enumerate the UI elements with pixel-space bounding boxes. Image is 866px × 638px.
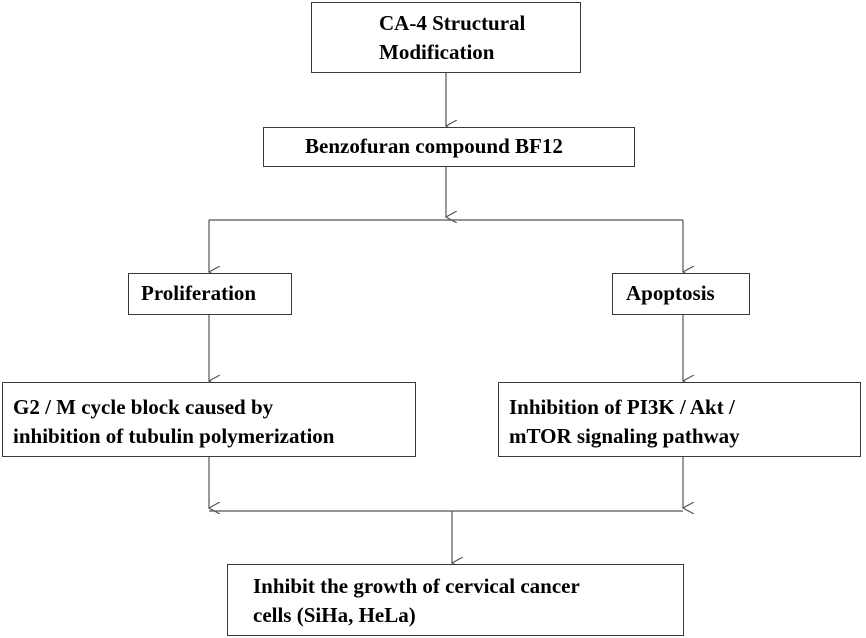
node-benzofuran-bf12: Benzofuran compound BF12 bbox=[263, 127, 635, 167]
node-apoptosis: Apoptosis bbox=[612, 273, 750, 315]
node-ca4-line-1: CA-4 Structural bbox=[379, 11, 526, 35]
node-proliferation: Proliferation bbox=[128, 273, 292, 315]
node-pi3k-line-2: mTOR signaling pathway bbox=[509, 424, 740, 448]
node-ca4-structural-modification: CA-4 Structural Modification bbox=[311, 2, 581, 73]
node-outcome-line-1: Inhibit the growth of cervical cancer bbox=[253, 574, 580, 598]
node-g2m-line-1: G2 / M cycle block caused by bbox=[13, 395, 274, 419]
node-g2m-cycle-block: G2 / M cycle block caused by inhibition … bbox=[2, 382, 416, 457]
node-ca4-line-2: Modification bbox=[379, 40, 495, 64]
node-inhibit-cervical-cancer-growth: Inhibit the growth of cervical cancer ce… bbox=[227, 564, 684, 636]
node-bf12-line-1: Benzofuran compound BF12 bbox=[305, 134, 563, 158]
node-outcome-line-2: cells (SiHa, HeLa) bbox=[253, 603, 416, 627]
node-proliferation-line-1: Proliferation bbox=[141, 281, 257, 305]
node-pi3k-akt-mtor: Inhibition of PI3K / Akt / mTOR signalin… bbox=[498, 382, 861, 457]
node-apoptosis-line-1: Apoptosis bbox=[626, 281, 715, 305]
node-g2m-line-2: inhibition of tubulin polymerization bbox=[13, 424, 335, 448]
node-pi3k-line-1: Inhibition of PI3K / Akt / bbox=[509, 395, 735, 419]
